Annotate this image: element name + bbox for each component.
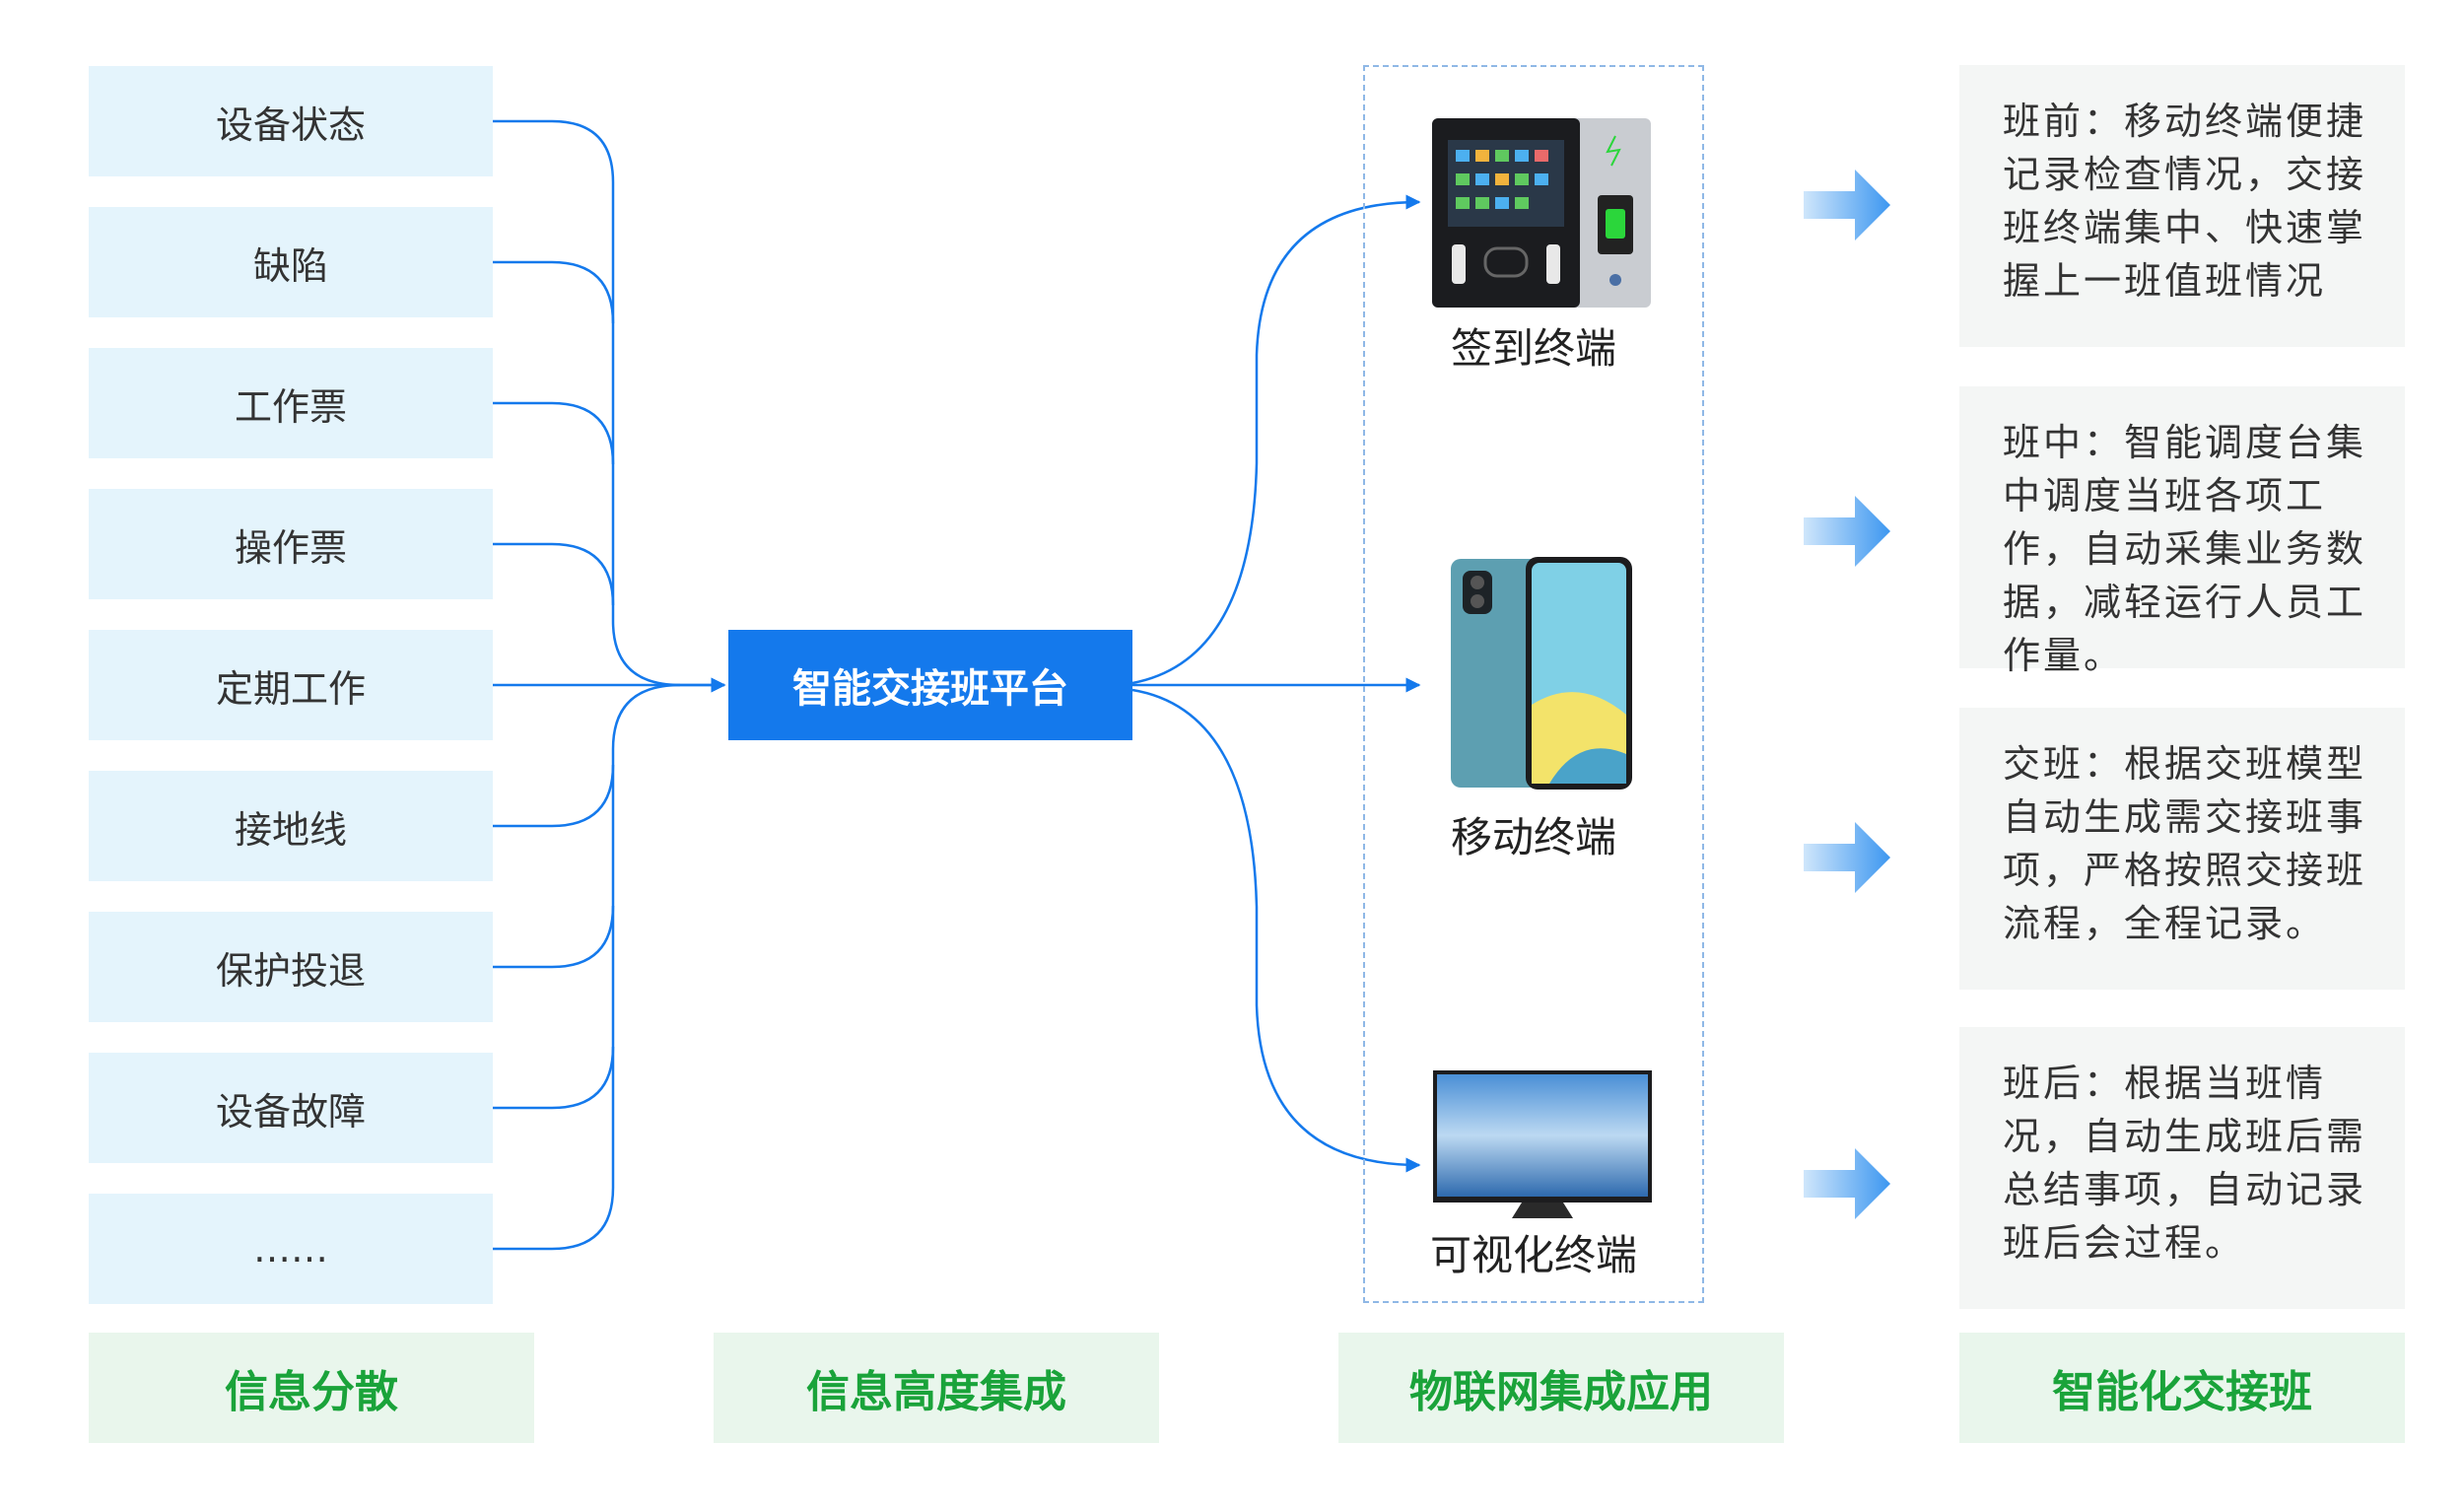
source-item-equipment-status: 设备状态	[89, 66, 493, 176]
source-item-more: ……	[89, 1194, 493, 1304]
device-label-mobile: 移动终端	[1450, 813, 1616, 861]
stage-label-iot: 物联网集成应用	[1338, 1333, 1784, 1443]
device-label-visual: 可视化终端	[1429, 1231, 1637, 1279]
device-label-sign-in: 签到终端	[1450, 324, 1616, 373]
attendance-terminal-icon	[1432, 118, 1651, 308]
source-item-equipment-fault: 设备故障	[89, 1053, 493, 1163]
source-item-periodic-work: 定期工作	[89, 630, 493, 740]
desc-text-pre-shift: 班前：移动终端便捷记录检查情况，交接班终端集中、快速掌握上一班值班情况	[2003, 100, 2367, 303]
desc-box-post-shift: 班后：根据当班情况，自动生成班后需总结事项，自动记录班后会过程。	[1959, 1027, 2405, 1309]
desc-text-handover: 交班：根据交班模型自动生成需交接班事项，严格按照交接班流程，全程记录。	[2003, 742, 2367, 945]
source-item-grounding-wire: 接地线	[89, 771, 493, 881]
desc-text-post-shift: 班后：根据当班情况，自动生成班后需总结事项，自动记录班后会过程。	[2003, 1062, 2367, 1265]
connector-source-6	[493, 905, 615, 969]
connector-source-3	[493, 542, 615, 606]
iot-device-frame	[1363, 65, 1704, 1303]
connector-source-8	[493, 683, 681, 1251]
arrow-right-icon	[1804, 1148, 1890, 1219]
stage-label-smart-handover: 智能化交接班	[1959, 1333, 2405, 1443]
desc-box-pre-shift: 班前：移动终端便捷记录检查情况，交接班终端集中、快速掌握上一班值班情况	[1959, 65, 2405, 347]
arrow-right-icon	[1804, 822, 1890, 893]
stage-label-integrated: 信息高度集成	[714, 1333, 1159, 1443]
source-item-work-ticket: 工作票	[89, 348, 493, 458]
tv-monitor-icon	[1433, 1070, 1652, 1218]
desc-box-handover: 交班：根据交班模型自动生成需交接班事项，严格按照交接班流程，全程记录。	[1959, 708, 2405, 990]
connector-hub-visual	[1131, 688, 1421, 1173]
hub-platform: 智能交接班平台	[728, 630, 1132, 740]
smartphone-icon	[1451, 557, 1632, 790]
connector-source-2	[493, 401, 615, 465]
stage-label-scattered: 信息分散	[89, 1333, 534, 1443]
source-item-operation-ticket: 操作票	[89, 489, 493, 599]
arrow-right-icon	[1804, 170, 1890, 241]
connector-hub-sign	[1131, 194, 1421, 685]
arrow-right-icon	[1804, 496, 1890, 567]
connector-source-7	[493, 1046, 615, 1110]
connector-source-0	[493, 119, 681, 687]
connector-source-1	[493, 260, 615, 324]
connector-source-5	[493, 764, 615, 828]
source-item-protection-switch: 保护投退	[89, 912, 493, 1022]
source-item-defect: 缺陷	[89, 207, 493, 317]
desc-box-mid-shift: 班中：智能调度台集中调度当班各项工作，自动采集业务数据，减轻运行人员工作量。	[1959, 386, 2405, 677]
desc-text-mid-shift: 班中：智能调度台集中调度当班各项工作，自动采集业务数据，减轻运行人员工作量。	[2003, 421, 2367, 677]
